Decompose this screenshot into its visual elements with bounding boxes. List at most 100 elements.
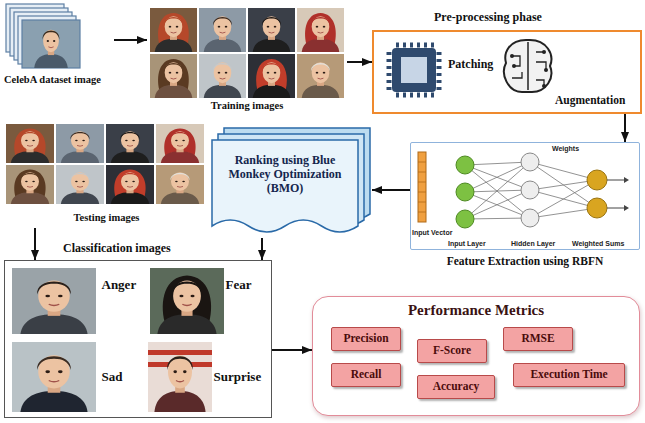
face-photo bbox=[106, 124, 154, 163]
label-holder: Hidden Layer bbox=[511, 240, 555, 248]
network-label: Weighted Sums bbox=[572, 240, 624, 248]
node-text: Fear bbox=[226, 278, 252, 293]
rbfn-network bbox=[465, 190, 530, 219]
face-photo bbox=[56, 165, 104, 204]
brain-icon bbox=[527, 42, 529, 90]
image-stack bbox=[22, 20, 80, 68]
face-photo bbox=[161, 169, 199, 204]
brain-icon bbox=[504, 40, 551, 92]
face-photo bbox=[253, 59, 291, 98]
face-photo bbox=[12, 268, 96, 334]
rbfn-network bbox=[418, 162, 426, 212]
rbfn-network bbox=[418, 152, 426, 222]
node-text: Execution Time bbox=[530, 368, 607, 381]
flow-arrow bbox=[261, 238, 263, 260]
face-photo bbox=[204, 13, 242, 52]
brain-icon bbox=[542, 50, 546, 54]
face-photo bbox=[302, 59, 340, 98]
face-photo bbox=[156, 165, 204, 204]
face-photo bbox=[56, 124, 104, 163]
rbfn-network bbox=[465, 162, 530, 192]
face-photo bbox=[248, 54, 295, 98]
dataset-stack: CelebA dataset image bbox=[2, 4, 114, 90]
node-text: Performance Metrics bbox=[408, 302, 544, 319]
network-label: Input Layer bbox=[448, 240, 486, 248]
flow-arrow bbox=[372, 189, 410, 191]
image-grid: Training images bbox=[147, 6, 347, 118]
rbfn-network bbox=[465, 192, 530, 218]
chip-icon bbox=[392, 48, 436, 92]
node-text: Training images bbox=[211, 100, 283, 112]
rbfn-network bbox=[456, 210, 474, 228]
rbfn-network bbox=[530, 180, 597, 218]
flow-arrow bbox=[34, 228, 36, 260]
node-text: Augmentation bbox=[555, 94, 625, 107]
face-photo bbox=[6, 124, 54, 163]
brain-icon bbox=[510, 54, 514, 58]
face-photo bbox=[150, 268, 224, 334]
face-photo bbox=[253, 13, 291, 52]
face-photo bbox=[150, 8, 197, 52]
face-photo bbox=[106, 124, 154, 163]
face-photo bbox=[155, 59, 193, 98]
training-photos bbox=[150, 8, 344, 98]
face-photo bbox=[20, 275, 87, 334]
metric-tag: Precision bbox=[331, 327, 401, 351]
face-photo bbox=[148, 342, 212, 412]
image-stack bbox=[34, 26, 68, 68]
face-photo bbox=[111, 128, 149, 163]
label-holder: Weighted Sums bbox=[572, 240, 624, 248]
brain-icon bbox=[504, 40, 551, 92]
brain-icon bbox=[512, 52, 546, 86]
face-photo bbox=[297, 8, 344, 52]
face-photo bbox=[156, 124, 204, 163]
rbfn-network bbox=[456, 156, 474, 174]
flow-arrow bbox=[347, 61, 372, 63]
rbfn-network bbox=[465, 162, 530, 165]
chip-icon bbox=[389, 45, 439, 95]
metrics-panel: Performance MetricsPrecisionF-Score RMSE R… bbox=[312, 296, 640, 416]
face-photo bbox=[106, 165, 154, 204]
face-photo bbox=[248, 54, 295, 98]
face-photo bbox=[11, 169, 49, 204]
face-photo bbox=[248, 8, 295, 52]
flow-arrow bbox=[114, 39, 147, 41]
face-photo bbox=[154, 350, 205, 412]
rbfn-network bbox=[521, 209, 539, 227]
face-photo bbox=[11, 128, 49, 163]
chip-icon bbox=[396, 43, 434, 48]
chip-icon bbox=[437, 52, 442, 90]
face-photo bbox=[150, 8, 197, 52]
metric-tag: RMSE bbox=[503, 327, 573, 351]
face-photo bbox=[111, 169, 149, 204]
brain-icon bbox=[542, 84, 546, 88]
network-label: Hidden Layer bbox=[511, 240, 555, 248]
chip-icon bbox=[396, 93, 434, 98]
face-photo bbox=[157, 275, 216, 334]
metric-tag: F-Score bbox=[417, 339, 487, 363]
rbfn-network bbox=[587, 198, 607, 218]
face-photo bbox=[155, 13, 193, 52]
node-text: Ranking using Blue Monkey Optimization (… bbox=[221, 154, 349, 195]
rbfn-network bbox=[465, 162, 530, 219]
rbfn-network bbox=[607, 208, 624, 209]
face-photo bbox=[150, 268, 224, 334]
label-holder: Input Layer bbox=[448, 240, 486, 248]
node-text: Recall bbox=[351, 368, 382, 381]
node-text: Accuracy bbox=[433, 380, 480, 393]
face-photo bbox=[297, 54, 344, 98]
brain-icon bbox=[512, 64, 516, 68]
flow-arrow bbox=[272, 349, 312, 351]
face-photo bbox=[204, 59, 242, 98]
node-text: RMSE bbox=[521, 332, 554, 345]
rbfn-network bbox=[521, 181, 539, 199]
document-stack: Ranking using Blue Monkey Optimization (… bbox=[212, 128, 372, 238]
face-photo bbox=[12, 342, 96, 412]
rbfn-network bbox=[624, 177, 629, 211]
label-holder: Weights bbox=[552, 145, 579, 153]
face-photo bbox=[297, 54, 344, 98]
face-photo bbox=[297, 8, 344, 52]
face-photo bbox=[150, 54, 197, 98]
